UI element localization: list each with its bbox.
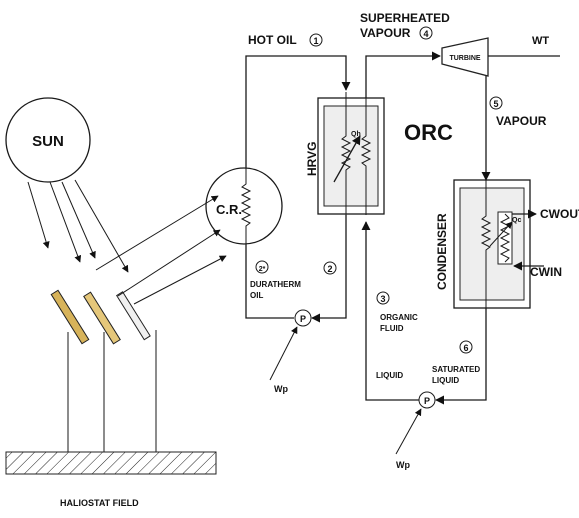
liquid-label: LIQUID bbox=[376, 371, 403, 380]
state-2p: 2* bbox=[259, 266, 266, 273]
hrvg: Qh HRVG bbox=[305, 92, 385, 215]
duratherm-label-2: OIL bbox=[250, 291, 263, 300]
sun: SUN bbox=[5, 97, 91, 183]
refl-3 bbox=[133, 255, 227, 305]
cr-coil bbox=[240, 168, 252, 244]
hot-oil-label: HOT OIL bbox=[248, 33, 297, 47]
qh-label: Qh bbox=[351, 131, 361, 138]
wp-right-arrow bbox=[395, 408, 422, 455]
sun-label: SUN bbox=[32, 133, 64, 150]
saturated-label-1: SATURATED bbox=[432, 365, 480, 374]
state-6: 6 bbox=[463, 343, 468, 353]
cr-label: C.R. bbox=[216, 202, 242, 217]
turbine bbox=[441, 37, 489, 77]
hrvg-coil-oil bbox=[340, 92, 352, 215]
state-5: 5 bbox=[493, 99, 498, 109]
reflected-rays bbox=[95, 195, 227, 305]
wp-right-label: Wp bbox=[396, 460, 410, 470]
oil-line-left bbox=[245, 244, 294, 319]
wp-left-arrow bbox=[269, 326, 298, 381]
hrvg-heat-arrow bbox=[333, 135, 361, 183]
condenser-outer bbox=[453, 179, 531, 309]
state-4-circle bbox=[419, 26, 433, 40]
ray-1 bbox=[27, 181, 50, 249]
vapour-label: VAPOUR bbox=[496, 114, 547, 128]
refl-2 bbox=[117, 229, 221, 297]
state-5-circle bbox=[489, 96, 503, 110]
state-6-circle bbox=[459, 340, 473, 354]
pump-left bbox=[294, 309, 312, 327]
organic-label-1: ORGANIC bbox=[380, 313, 418, 322]
wp-left-label: Wp bbox=[274, 384, 288, 394]
superheated-label-1: SUPERHEATED bbox=[360, 11, 450, 25]
organic-label-2: FLUID bbox=[380, 324, 404, 333]
cw-out-label: CWOUT bbox=[540, 207, 579, 221]
orc-title: ORC bbox=[404, 120, 453, 145]
state-2-circle bbox=[323, 261, 337, 275]
qc-arrow bbox=[489, 221, 513, 247]
state-2p-circle bbox=[255, 260, 269, 274]
condenser-label: CONDENSER bbox=[435, 213, 449, 290]
orc-vapour-line bbox=[365, 51, 441, 98]
state-1: 1 bbox=[313, 36, 318, 46]
cw-in-label: CWIN bbox=[530, 265, 562, 279]
heliostat-field-label: HALIOSTAT FIELD bbox=[60, 498, 139, 508]
heliostats bbox=[50, 289, 157, 452]
ground-hatch bbox=[5, 451, 217, 475]
orc-loop: SUPERHEATED VAPOUR 4 TURBINE WT 5 VAPOUR… bbox=[360, 11, 579, 470]
sun-rays bbox=[27, 179, 129, 273]
cw-coil bbox=[499, 213, 511, 263]
condenser-coil bbox=[480, 180, 492, 308]
hrvg-inner bbox=[323, 105, 379, 207]
saturated-label-2: LIQUID bbox=[432, 376, 459, 385]
condensate-line bbox=[435, 308, 487, 405]
mirror-1 bbox=[50, 289, 90, 345]
hrvg-coil-orc bbox=[360, 98, 372, 215]
wt-label: WT bbox=[532, 35, 549, 47]
hrvg-outer bbox=[317, 97, 385, 215]
state-2: 2 bbox=[327, 264, 332, 274]
duratherm-label-1: DURATHERM bbox=[250, 280, 301, 289]
refl-1 bbox=[95, 195, 219, 271]
cr-circle bbox=[205, 167, 283, 245]
oil-loop: HOT OIL 1 2* 2 DURATHERM OIL P Wp bbox=[245, 33, 351, 394]
pump-right-label: P bbox=[424, 396, 430, 406]
state-3-circle bbox=[376, 291, 390, 305]
heliostat-field: HALIOSTAT FIELD bbox=[5, 451, 217, 508]
superheated-label-2: VAPOUR bbox=[360, 26, 411, 40]
state-4: 4 bbox=[423, 29, 428, 39]
turbine-label: TURBINE bbox=[449, 55, 480, 62]
ray-3 bbox=[61, 181, 96, 259]
ray-2 bbox=[49, 181, 82, 263]
oil-line-top bbox=[245, 55, 351, 168]
liquid-line bbox=[361, 221, 419, 401]
central-receiver: C.R. bbox=[205, 167, 283, 245]
mirror-2 bbox=[83, 291, 121, 345]
state-3: 3 bbox=[380, 294, 385, 304]
ray-4 bbox=[74, 179, 129, 273]
oil-line-return bbox=[311, 215, 347, 323]
pump-left-label: P bbox=[300, 314, 306, 324]
hrvg-label: HRVG bbox=[305, 142, 319, 176]
sun-circle bbox=[5, 97, 91, 183]
mirror-3 bbox=[115, 291, 151, 341]
state-1-circle bbox=[309, 33, 323, 47]
qc-label: Qc bbox=[512, 217, 521, 224]
